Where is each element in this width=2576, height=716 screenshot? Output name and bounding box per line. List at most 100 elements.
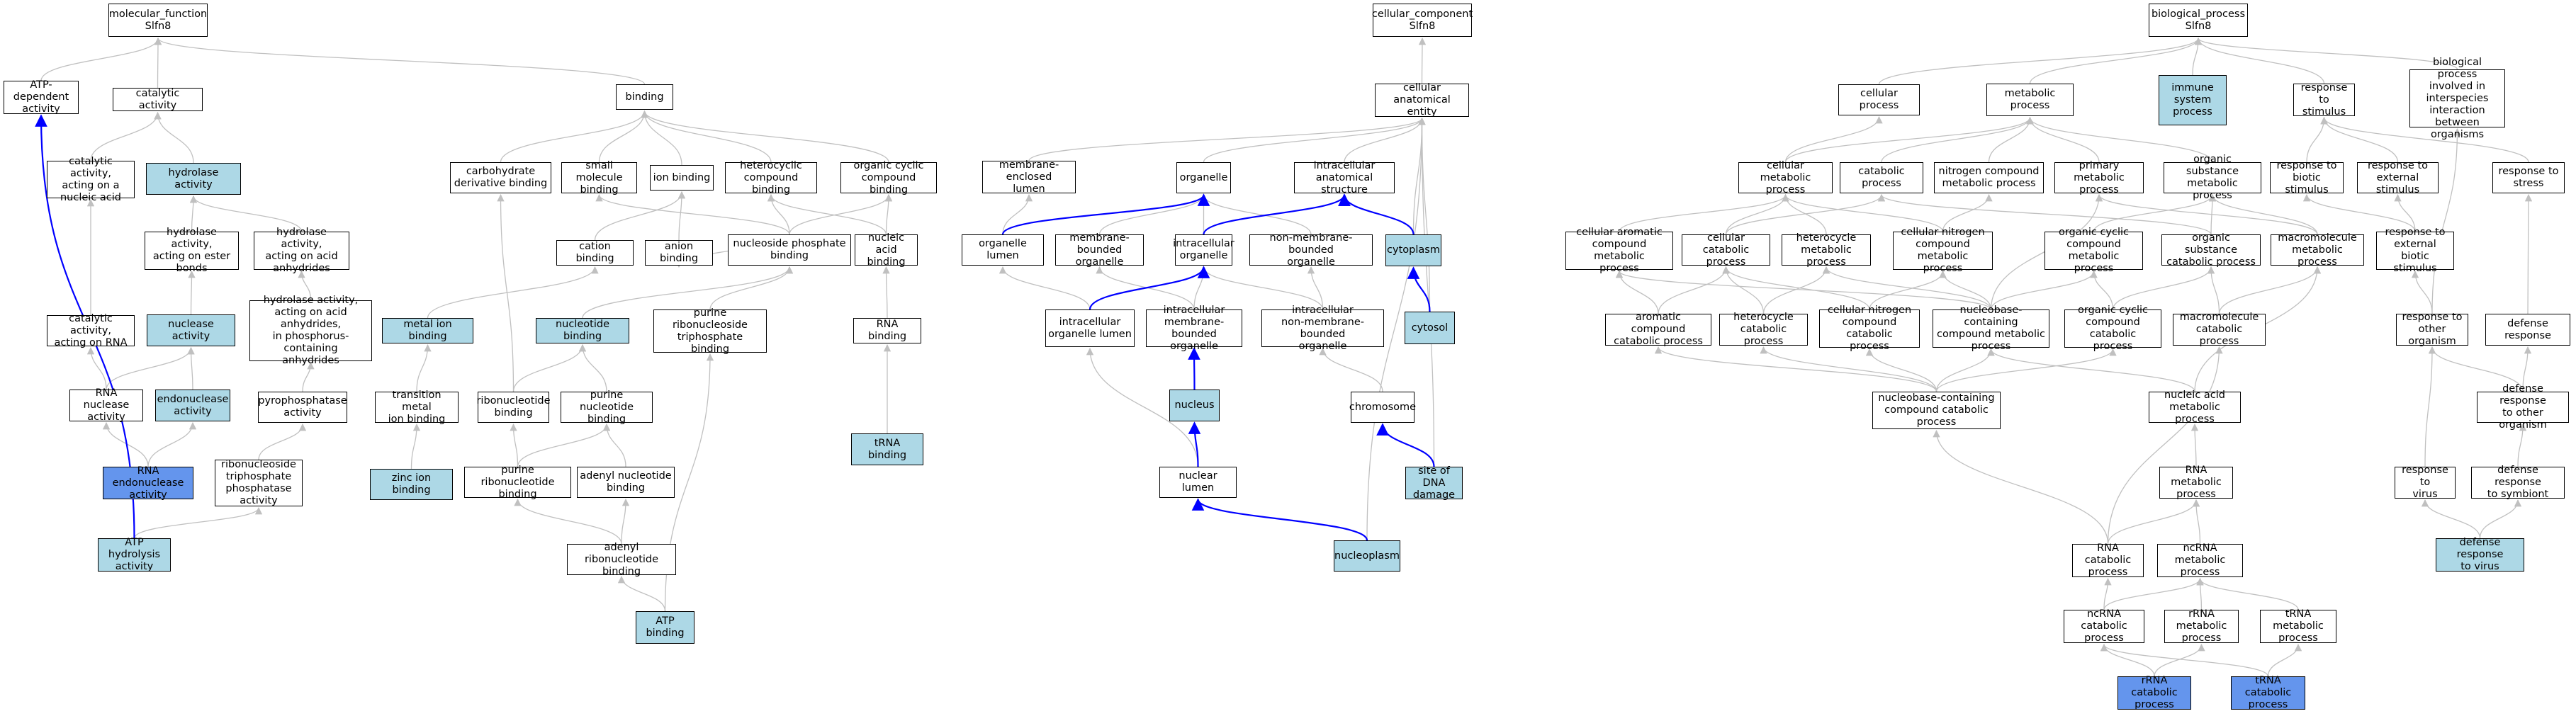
go-term-nucbase-metab[interactable]: nucleobase-containing compound metabolic… bbox=[1933, 305, 2049, 352]
go-term-metab-proc[interactable]: metabolic process bbox=[1986, 84, 2074, 116]
go-term-ribo-tpase[interactable]: ribonucleoside triphosphate phosphatase … bbox=[215, 459, 303, 506]
go-term-prim-metab[interactable]: primary metabolic process bbox=[2054, 160, 2144, 195]
go-term-org-cyc-metab[interactable]: organic cyclic compound metabolic proces… bbox=[2045, 227, 2143, 274]
go-term-mem-org[interactable]: membrane-bounded organelle bbox=[1055, 232, 1144, 268]
go-term-resp-stress[interactable]: response to stress bbox=[2492, 162, 2565, 193]
go-term-small-mol[interactable]: small molecule binding bbox=[561, 160, 637, 195]
go-term-metal-ion[interactable]: metal ion binding bbox=[382, 318, 473, 343]
go-term-nucleotide-bind[interactable]: nucleotide binding bbox=[536, 318, 629, 343]
go-term-ic-anat[interactable]: intracellular anatomical structure bbox=[1294, 160, 1395, 195]
go-term-purine-ribonuc-tp[interactable]: purine ribonucleoside triphosphate bindi… bbox=[653, 307, 767, 355]
go-term-cell-metab[interactable]: cellular metabolic process bbox=[1738, 160, 1833, 195]
go-term-hyd-ester[interactable]: hydrolase activity, acting on ester bond… bbox=[145, 227, 239, 274]
go-term-nonmem-org[interactable]: non-membrane-bounded organelle bbox=[1249, 232, 1373, 268]
go-term-resp-ext[interactable]: response to external stimulus bbox=[2357, 160, 2439, 195]
go-term-na-bind[interactable]: nucleic acid binding bbox=[855, 232, 918, 268]
go-term-cell-anat[interactable]: cellular anatomical entity bbox=[1375, 82, 1469, 118]
go-term-resp-ext-biotic[interactable]: response to external biotic stimulus bbox=[2376, 227, 2454, 274]
go-term-hyd-anhyd[interactable]: hydrolase activity, acting on acid anhyd… bbox=[254, 227, 349, 274]
go-term-purine-ribo[interactable]: purine ribonucleotide binding bbox=[464, 465, 571, 500]
go-term-rna-bind[interactable]: RNA binding bbox=[853, 318, 921, 343]
go-term-macromol-metab[interactable]: macromolecule metabolic process bbox=[2271, 232, 2364, 268]
go-term-trna-metab[interactable]: tRNA metabolic process bbox=[2260, 608, 2336, 644]
go-term-macromol-catab[interactable]: macromolecule catabolic process bbox=[2173, 312, 2266, 347]
go-term-rna-nuclease[interactable]: RNA nuclease activity bbox=[69, 387, 143, 423]
go-term-heterocyclic-bind[interactable]: heterocyclic compound binding bbox=[725, 160, 817, 195]
go-term-na-metab[interactable]: nucleic acid metabolic process bbox=[2149, 390, 2241, 425]
go-term-interspecies[interactable]: biological process involved in interspec… bbox=[2409, 57, 2505, 140]
go-term-atp-dep[interactable]: ATP-dependent activity bbox=[4, 79, 79, 115]
go-term-org-subst-catab[interactable]: organic substance catabolic process bbox=[2161, 232, 2261, 268]
go-term-mem-lumen[interactable]: membrane-enclosed lumen bbox=[982, 159, 1076, 195]
go-term-nucbase-catab[interactable]: nucleobase-containing compound catabolic… bbox=[1872, 392, 2001, 429]
go-term-cytosol[interactable]: cytosol bbox=[1405, 312, 1455, 344]
go-term-nuc-phos-bind[interactable]: nucleoside phosphate binding bbox=[728, 234, 851, 266]
go-term-org-cyc-catab[interactable]: organic cyclic compound catabolic proces… bbox=[2064, 305, 2161, 352]
go-term-ribonucleotide[interactable]: ribonucleotide binding bbox=[476, 392, 551, 423]
go-term-org-subst-metab[interactable]: organic substance metabolic process bbox=[2164, 154, 2261, 201]
go-term-atp-bind[interactable]: ATP binding bbox=[636, 611, 694, 644]
go-term-ion-bind[interactable]: ion binding bbox=[650, 165, 714, 191]
go-term-carb-deriv[interactable]: carbohydrate derivative binding bbox=[450, 162, 551, 193]
go-term-trans-metal[interactable]: transition metal ion binding bbox=[375, 390, 459, 425]
go-term-resp-other-org[interactable]: response to other organism bbox=[2396, 312, 2468, 347]
go-term-atp-hydro[interactable]: ATP hydrolysis activity bbox=[98, 537, 171, 572]
go-term-binding[interactable]: binding bbox=[616, 84, 673, 110]
go-term-def-symb[interactable]: defense response to symbiont bbox=[2471, 465, 2565, 500]
go-term-nuc-lumen[interactable]: nuclear lumen bbox=[1159, 467, 1237, 498]
go-term-resp-virus[interactable]: response to virus bbox=[2395, 465, 2456, 500]
go-term-ncrna-catab[interactable]: ncRNA catabolic process bbox=[2064, 608, 2144, 644]
go-term-zinc[interactable]: zinc ion binding bbox=[370, 469, 453, 500]
go-term-ic-org[interactable]: intracellular organelle bbox=[1173, 234, 1234, 266]
go-term-cell-n-catab[interactable]: cellular nitrogen compound catabolic pro… bbox=[1819, 305, 1920, 352]
go-term-ncrna-metab[interactable]: ncRNA metabolic process bbox=[2157, 542, 2243, 578]
go-term-cation-bind[interactable]: cation binding bbox=[556, 240, 634, 266]
go-term-chromosome[interactable]: chromosome bbox=[1349, 392, 1416, 423]
go-term-def-virus[interactable]: defense response to virus bbox=[2436, 537, 2524, 572]
go-term-hyd-phos[interactable]: hydrolase activity, acting on acid anhyd… bbox=[249, 295, 372, 366]
go-term-resp-stim[interactable]: response to stimulus bbox=[2293, 82, 2355, 118]
go-term-trna-bind[interactable]: tRNA binding bbox=[851, 433, 923, 465]
go-term-rna-metab[interactable]: RNA metabolic process bbox=[2159, 465, 2233, 500]
go-term-resp-biotic[interactable]: response to biotic stimulus bbox=[2270, 160, 2344, 195]
go-term-ic-nonmem-org[interactable]: intracellular non-membrane-bounded organ… bbox=[1261, 305, 1384, 352]
go-term-n-comp-metab[interactable]: nitrogen compound metabolic process bbox=[1934, 162, 2044, 193]
go-term-mf-root[interactable]: molecular_function Slfn8 bbox=[108, 4, 208, 37]
go-term-cc-root[interactable]: cellular_component Slfn8 bbox=[1372, 4, 1473, 37]
go-term-adenyl-ribo[interactable]: adenyl ribonucleotide binding bbox=[567, 542, 676, 577]
go-term-defense[interactable]: defense response bbox=[2485, 314, 2570, 346]
go-term-cell-proc[interactable]: cellular process bbox=[1838, 84, 1920, 115]
go-term-def-other[interactable]: defense response to other organism bbox=[2477, 383, 2569, 431]
go-term-cell-n-metab[interactable]: cellular nitrogen compound metabolic pro… bbox=[1893, 227, 1993, 274]
go-term-purine-nuc[interactable]: purine nucleotide binding bbox=[561, 390, 653, 425]
go-term-catalytic[interactable]: catalytic activity bbox=[113, 88, 203, 111]
go-term-org-lumen[interactable]: organelle lumen bbox=[962, 234, 1044, 266]
go-term-catab-proc[interactable]: catabolic process bbox=[1840, 162, 1923, 193]
go-term-rna-catab[interactable]: RNA catabolic process bbox=[2072, 542, 2144, 578]
go-term-cat-rna[interactable]: catalytic activity, acting on RNA bbox=[47, 313, 135, 348]
go-term-trna-catab[interactable]: tRNA catabolic process bbox=[2231, 675, 2305, 710]
go-term-pyrophos[interactable]: pyrophosphatase activity bbox=[258, 392, 347, 423]
go-term-nucleoplasm[interactable]: nucleoplasm bbox=[1334, 540, 1400, 572]
go-term-endonuclease[interactable]: endonuclease activity bbox=[155, 390, 230, 421]
go-term-arom-catab[interactable]: aromatic compound catabolic process bbox=[1605, 312, 1711, 347]
go-term-adenyl-nuc[interactable]: adenyl nucleotide binding bbox=[577, 467, 675, 498]
go-term-rna-endo[interactable]: RNA endonuclease activity bbox=[103, 465, 193, 501]
go-term-org-cyclic-bind[interactable]: organic cyclic compound binding bbox=[840, 160, 937, 195]
go-term-anion-bind[interactable]: anion binding bbox=[645, 240, 713, 266]
go-term-dna-dmg[interactable]: site of DNA damage bbox=[1405, 465, 1463, 501]
go-term-ic-mem-org[interactable]: intracellular membrane-bounded organelle bbox=[1146, 305, 1242, 352]
go-term-hetero-catab[interactable]: heterocycle catabolic process bbox=[1719, 312, 1808, 347]
go-term-nucleus[interactable]: nucleus bbox=[1169, 390, 1220, 421]
go-term-organelle[interactable]: organelle bbox=[1176, 162, 1231, 193]
go-term-cell-catab[interactable]: cellular catabolic process bbox=[1682, 232, 1770, 268]
go-term-cat-na[interactable]: catalytic activity, acting on a nucleic … bbox=[47, 156, 135, 203]
go-term-cell-arom[interactable]: cellular aromatic compound metabolic pro… bbox=[1565, 227, 1673, 274]
go-term-cytoplasm[interactable]: cytoplasm bbox=[1385, 234, 1441, 266]
go-term-rrna-metab[interactable]: rRNA metabolic process bbox=[2164, 608, 2239, 644]
go-term-rrna-catab[interactable]: rRNA catabolic process bbox=[2117, 675, 2191, 710]
go-term-bp-root[interactable]: biological_process Slfn8 bbox=[2149, 4, 2248, 37]
go-term-nuclease[interactable]: nuclease activity bbox=[147, 314, 235, 346]
go-term-immune[interactable]: immune system process bbox=[2159, 75, 2227, 125]
go-term-ic-org-lumen[interactable]: intracellular organelle lumen bbox=[1045, 309, 1135, 347]
